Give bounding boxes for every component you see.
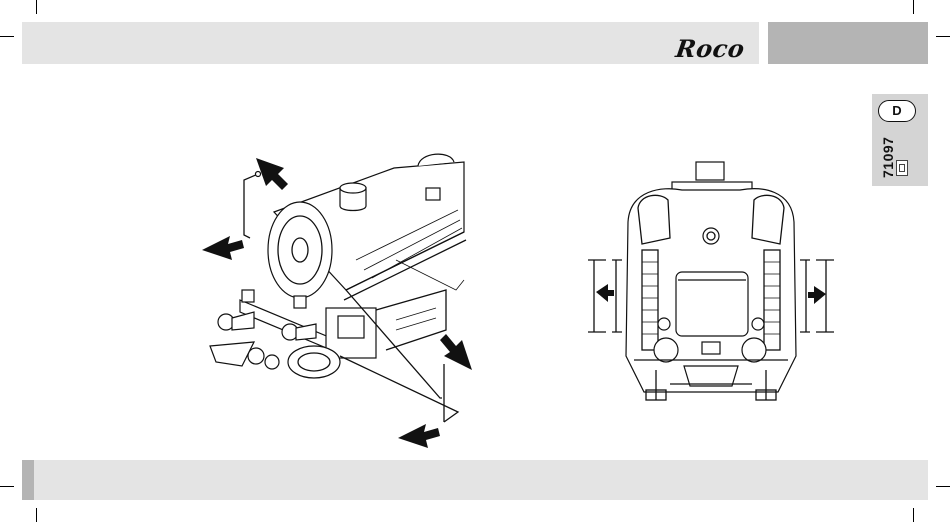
- brand-logo: Roco: [674, 34, 747, 63]
- crop-mark: [36, 0, 37, 14]
- crop-mark: [913, 0, 914, 14]
- page-icon: [896, 160, 908, 176]
- crop-mark: [36, 508, 37, 522]
- crop-mark: [0, 36, 14, 37]
- brand-logo-text: Roco: [674, 34, 747, 63]
- header-tab: [768, 22, 928, 64]
- language-badge: D: [878, 100, 916, 122]
- model-number: 71097: [880, 137, 896, 178]
- crop-mark: [936, 36, 950, 37]
- footer-bar: [22, 460, 928, 500]
- header-bar: [22, 22, 759, 64]
- locomotive-front-view: [586, 160, 836, 410]
- footer-tab: [22, 460, 34, 500]
- locomotive-side-view: [196, 140, 486, 450]
- crop-mark: [913, 508, 914, 522]
- crop-mark: [0, 486, 14, 487]
- crop-mark: [936, 486, 950, 487]
